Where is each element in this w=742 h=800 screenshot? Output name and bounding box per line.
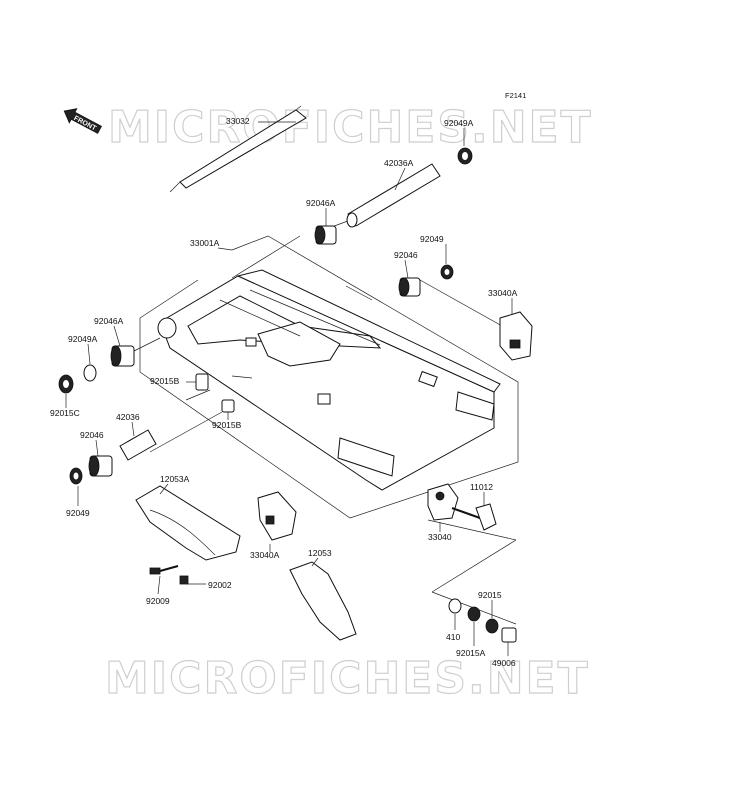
label-92015: 92015 [478, 590, 502, 600]
label-92002: 92002 [208, 580, 232, 590]
label-92046A-left: 92046A [94, 316, 124, 326]
label-49006: 49006 [492, 658, 516, 668]
label-92046: 92046 [394, 250, 418, 260]
label-92015A: 92015A [456, 648, 486, 658]
bearing-92046-left [88, 455, 113, 477]
bearing-92046 [398, 277, 421, 297]
bushing-92015B-a [195, 373, 209, 391]
label-11012: 11012 [470, 482, 493, 492]
label-33040A-right: 33040A [488, 288, 518, 298]
nut-92015A [467, 606, 481, 622]
adjuster-33040 [427, 483, 481, 521]
chain-guard-12053A [135, 485, 241, 561]
sleeve-42036A [346, 163, 441, 228]
label-33040A-mid: 33040A [250, 550, 280, 560]
bolt-92002 [179, 575, 189, 585]
spacer-49006 [501, 627, 517, 643]
label-12053: 12053 [308, 548, 332, 558]
bushing-92015B-b [221, 399, 235, 413]
label-92015B-b: 92015B [212, 420, 242, 430]
label-92049-left: 92049 [66, 508, 90, 518]
bearing-92046A-top [314, 225, 337, 245]
label-42036A: 42036A [384, 158, 414, 168]
diagram-code: F2141 [505, 91, 526, 100]
label-33040: 33040 [428, 532, 452, 542]
label-42036: 42036 [116, 412, 140, 422]
bearing-92046A-left [110, 345, 135, 367]
label-12053A: 12053A [160, 474, 190, 484]
label-33032: 33032 [226, 116, 250, 126]
nut-92015 [485, 618, 499, 634]
front-arrow-icon: FRONT [63, 108, 102, 134]
label-410: 410 [446, 632, 460, 642]
chain-slider-12053 [289, 561, 357, 641]
washer-92049A-left [83, 364, 97, 382]
label-92049A-top: 92049A [444, 118, 474, 128]
swingarm-33001A [157, 269, 501, 491]
label-92015B-a: 92015B [150, 376, 180, 386]
washer-410 [448, 598, 462, 614]
watermark-top: MICROFICHES.NET [108, 102, 593, 153]
axle-33032 [169, 105, 307, 193]
sleeve-42036 [119, 429, 157, 461]
label-92046A-top: 92046A [306, 198, 336, 208]
watermark-bottom: MICROFICHES.NET [105, 653, 590, 704]
label-92015C: 92015C [50, 408, 80, 418]
label-92009: 92009 [146, 596, 170, 606]
label-92046-left: 92046 [80, 430, 104, 440]
label-92049A-left: 92049A [68, 334, 98, 344]
label-92049: 92049 [420, 234, 444, 244]
label-33001A: 33001A [190, 238, 220, 248]
nut-11012 [475, 503, 497, 531]
swingarm-frame-box [139, 235, 519, 519]
bolt-92009 [149, 565, 179, 575]
adjuster-plate-33040A-mid [257, 491, 297, 541]
adjuster-plate-33040A-right [499, 311, 533, 361]
